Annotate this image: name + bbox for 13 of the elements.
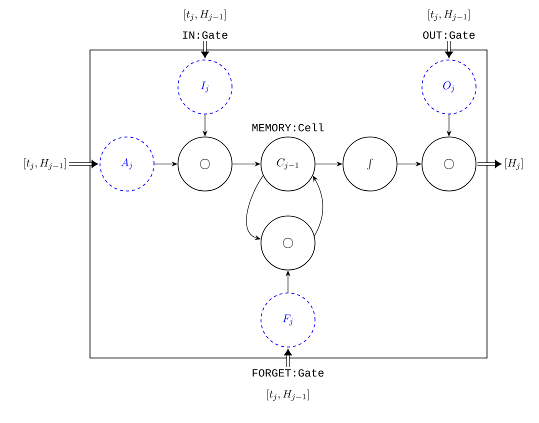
input-label: $[t_j, H_{j-1}]$ OUT:Gate: [423, 10, 475, 39]
double-arrow: [69, 160, 98, 168]
double-arrow: [444, 41, 454, 58]
double-arrow: [284, 348, 292, 367]
input-label: FORGET:Gate $[t_j, H_{j-1}]$: [252, 369, 324, 401]
cell-frame: [90, 50, 488, 358]
curved-arrow: [312, 176, 324, 236]
input-label: $[t_j, H_{j-1}]$: [24, 158, 66, 170]
double-arrow: [200, 41, 210, 58]
input-label: $[t_j, H_{j-1}]$ IN:Gate: [182, 10, 228, 39]
double-arrow: [477, 160, 502, 168]
input-label: $[H_j]$: [506, 158, 522, 170]
cell-label: MEMORY:Cell: [252, 123, 324, 132]
